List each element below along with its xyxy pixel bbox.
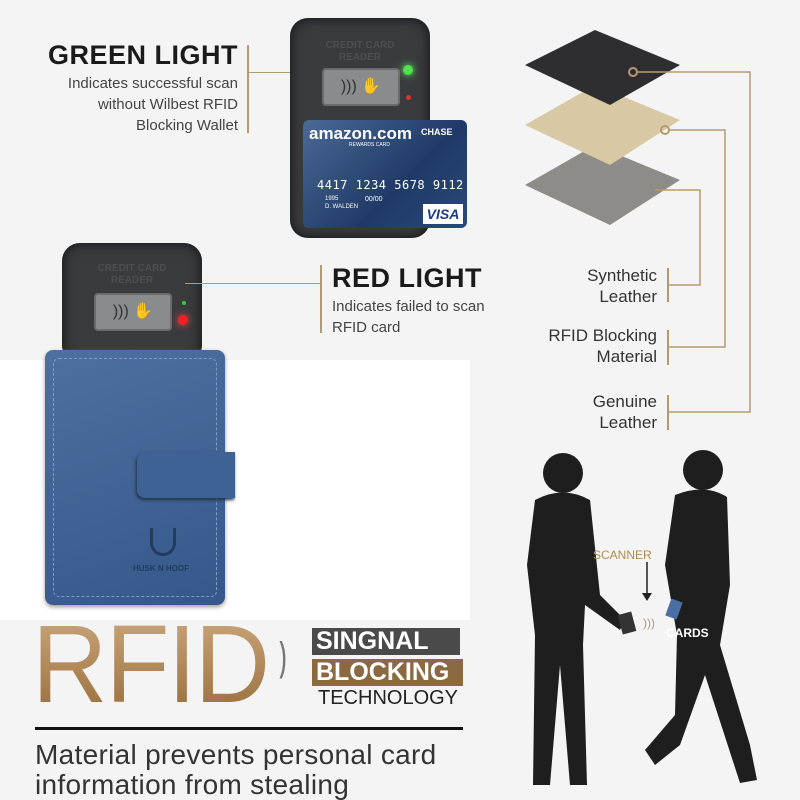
scanner-icon: [617, 611, 637, 635]
desc-line: Blocking Wallet: [136, 117, 238, 134]
blocking-label: BLOCKING: [312, 659, 463, 686]
connector-line: [668, 129, 726, 348]
device-label: CREDIT CARD: [97, 263, 167, 274]
card-brand: amazon.com: [309, 124, 412, 143]
card-holder: D. WALDEN: [325, 204, 359, 210]
red-light-description: Indicates failed to scan RFID card: [332, 296, 485, 338]
tagline-line: information from stealing: [35, 769, 350, 800]
connector-line: [637, 71, 751, 413]
card-expiry: 00/00: [365, 196, 383, 203]
label-line: Material: [596, 347, 657, 366]
card-since: 1995: [325, 196, 339, 202]
technology-label: TECHNOLOGY: [318, 687, 459, 709]
label-line: Genuine: [592, 392, 657, 411]
victim-silhouette: [645, 450, 757, 783]
device-label: READER: [338, 52, 382, 63]
contactless-icon: ))) ✋: [112, 303, 154, 320]
red-led-icon: [406, 95, 411, 100]
card-bank: CHASE: [421, 127, 453, 137]
wallet-brand: HUSK N HOOF: [133, 564, 189, 573]
rfid-material-layer: [525, 85, 680, 165]
desc-line: RFID card: [332, 319, 401, 336]
wallet-logo-icon: [150, 528, 176, 556]
genuine-leather-layer: [525, 145, 680, 225]
arrow-icon: [642, 593, 652, 601]
scanner-label: SCANNER: [593, 548, 652, 562]
green-led-icon: [403, 65, 413, 75]
contactless-icon: ))) ✋: [340, 78, 382, 95]
card-reader-device: CREDIT CARD READER ))) ✋: [62, 243, 202, 363]
label-line: Synthetic: [587, 266, 657, 285]
skimming-scene: ))): [527, 450, 757, 785]
signal-label: SINGNAL: [312, 628, 460, 655]
connector-line: [655, 189, 701, 286]
green-light-description: Indicates successful scan without Wilbes…: [40, 73, 238, 136]
green-led-icon: [182, 301, 186, 305]
signal-icon: ))): [643, 616, 655, 630]
tagline: Material prevents personal card informat…: [35, 740, 437, 800]
synthetic-leather-layer: [525, 30, 680, 105]
thief-silhouette: [527, 453, 625, 785]
desc-line: Indicates successful scan: [67, 75, 238, 92]
device-label: READER: [110, 275, 154, 286]
green-light-title: GREEN LIGHT: [48, 40, 239, 70]
desc-line: Indicates failed to scan: [332, 298, 485, 315]
rfid-headline: RFID: [32, 603, 270, 726]
card-network: VISA: [423, 204, 463, 224]
connector-line: [185, 283, 320, 284]
reader-window: ))) ✋: [322, 68, 400, 106]
card-icon: [665, 598, 683, 620]
connector-line: [320, 265, 322, 333]
reader-window: ))) ✋: [94, 293, 172, 331]
cards-label: CARDS: [666, 626, 709, 640]
divider: [35, 727, 463, 730]
desc-line: without Wilbest RFID: [97, 96, 238, 113]
red-led-icon: [178, 315, 188, 325]
connector-line: [247, 45, 249, 133]
label-line: RFID Blocking: [548, 326, 657, 345]
tagline-line: Material prevents personal card: [35, 739, 437, 770]
device-label: CREDIT CARD: [325, 40, 395, 51]
label-line: Leather: [599, 413, 657, 432]
card-number: 4417 1234 5678 9112: [317, 178, 464, 192]
wallet-strap: [137, 452, 235, 498]
wallet-image: HUSK N HOOF: [45, 350, 235, 605]
card-subtitle: REWARDS CARD: [349, 142, 390, 148]
layers-diagram: [525, 30, 751, 430]
red-light-title: RED LIGHT: [332, 263, 482, 293]
credit-card: amazon.com REWARDS CARD CHASE 4417 1234 …: [303, 120, 467, 228]
label-line: Leather: [599, 287, 657, 306]
